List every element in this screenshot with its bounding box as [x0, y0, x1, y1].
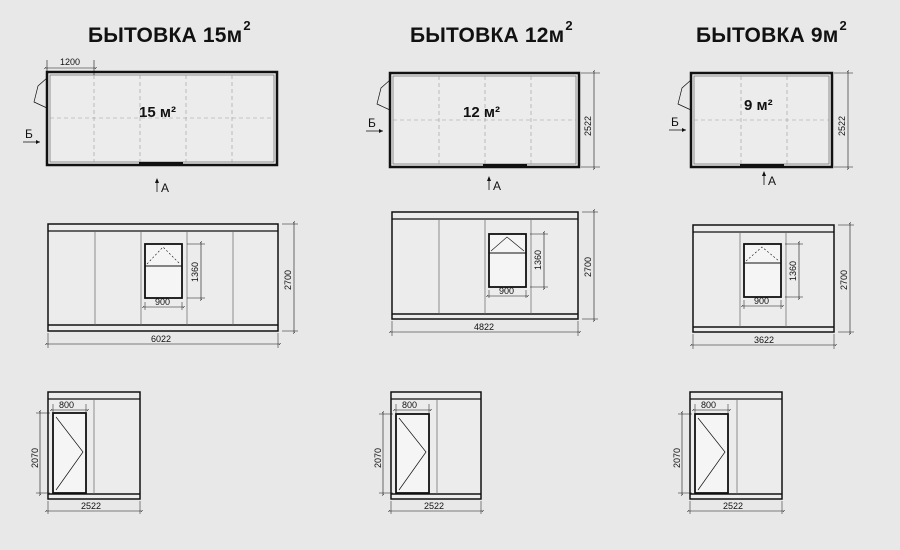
front-12-height-dim: 2700 [583, 257, 593, 277]
title-9: БЫТОВКА 9м2 [696, 18, 847, 47]
side-15-door-h: 2070 [30, 448, 40, 468]
front-15: 1360 900 2700 6022 [46, 222, 298, 348]
plan-15: 1200 15 м² Б А [23, 57, 279, 195]
plan-15-front-mark: А [161, 181, 169, 195]
front-9-height-dim: 2700 [839, 270, 849, 290]
front-12: 1360 900 2700 4822 [390, 210, 598, 336]
plan-15-width-dim: 1200 [60, 57, 80, 67]
plan-9-front-mark: А [768, 174, 776, 188]
plan-9: 2522 9 м² Б А [669, 71, 853, 188]
front-15-length-dim: 6022 [151, 334, 171, 344]
plan-15-area: 15 м² [139, 104, 176, 121]
front-15-height-dim: 2700 [283, 270, 293, 290]
plan-15-side-mark: Б [25, 127, 33, 141]
side-9-width-dim: 2522 [723, 501, 743, 511]
side-12-door-w: 800 [402, 400, 417, 410]
side-12: 800 2070 2522 [373, 391, 483, 514]
front-12-length-dim: 4822 [474, 322, 494, 332]
front-9: 1360 900 2700 3622 [691, 223, 854, 349]
plan-12-front-mark: А [493, 179, 501, 193]
plan-12-area: 12 м² [463, 104, 500, 121]
plan-9-area: 9 м² [744, 97, 773, 114]
side-15-width-dim: 2522 [81, 501, 101, 511]
front-9-window-w: 900 [754, 296, 769, 306]
plan-9-side-mark: Б [671, 115, 679, 129]
front-12-window-w: 900 [499, 286, 514, 296]
side-15: 800 2070 2522 [30, 391, 142, 514]
title-15: БЫТОВКА 15м2 [88, 18, 251, 47]
side-15-door-w: 800 [59, 400, 74, 410]
title-12: БЫТОВКА 12м2 [410, 18, 573, 47]
side-12-door-h: 2070 [373, 448, 383, 468]
front-9-length-dim: 3622 [754, 335, 774, 345]
front-9-window-h: 1360 [788, 261, 798, 281]
side-9: 800 2070 2522 [672, 391, 784, 514]
plan-12: 2522 12 м² Б А [366, 71, 600, 193]
side-9-door-w: 800 [701, 400, 716, 410]
side-9-door-h: 2070 [672, 448, 682, 468]
plan-12-side-mark: Б [368, 116, 376, 130]
plan-9-depth-dim: 2522 [837, 116, 847, 136]
front-15-window-h: 1360 [190, 262, 200, 282]
front-15-window-w: 900 [155, 297, 170, 307]
front-12-window-h: 1360 [533, 250, 543, 270]
side-12-width-dim: 2522 [424, 501, 444, 511]
plan-12-depth-dim: 2522 [583, 116, 593, 136]
